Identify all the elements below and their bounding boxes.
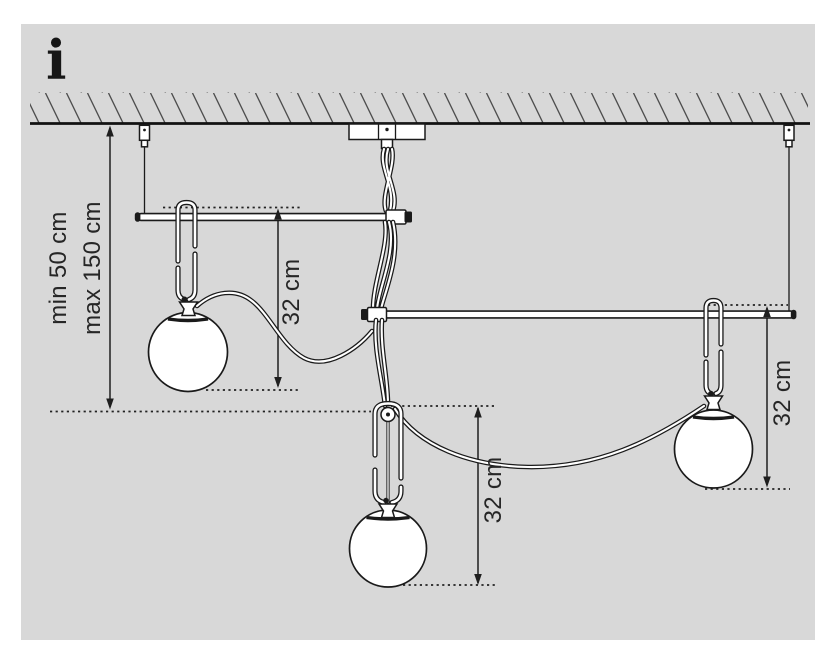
middle-drop-label: 32 cm <box>480 456 507 524</box>
arm-bar-lower <box>372 309 797 320</box>
globe-left-cap <box>178 301 199 317</box>
dimension-arrowheads <box>106 125 771 585</box>
ceiling-hatch <box>30 92 810 125</box>
globe-middle <box>348 503 428 588</box>
right-drop-label: 32 cm <box>769 359 796 427</box>
left-drop-label: 32 cm <box>278 258 305 326</box>
globe-right-cap <box>703 395 724 411</box>
arm-bar-upper <box>134 212 404 222</box>
connector-upper <box>385 209 412 225</box>
hook-left <box>178 203 195 303</box>
hook-middle <box>375 404 401 504</box>
suspension-max-label: max 150 cm <box>79 201 106 335</box>
ceiling-mount-right <box>783 124 795 311</box>
globe-right <box>673 395 754 489</box>
ceiling-mount-left <box>138 124 151 213</box>
globe-left <box>147 301 229 393</box>
info-icon: i <box>46 28 67 92</box>
dimension-reference-lines <box>50 128 790 586</box>
suspension-min-label: min 50 cm <box>45 211 72 325</box>
